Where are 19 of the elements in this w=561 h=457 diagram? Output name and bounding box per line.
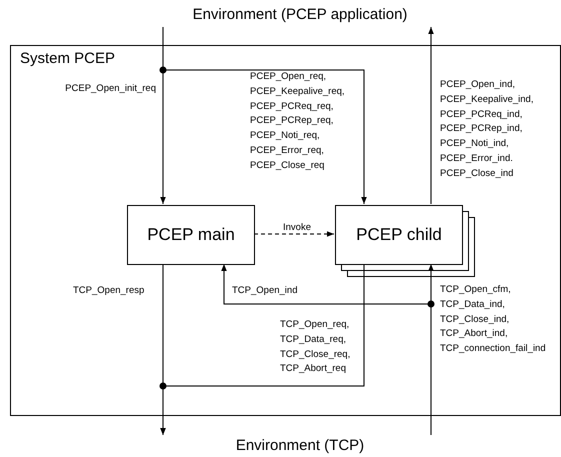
edge-label: TCP_Open_resp [73,284,144,298]
node-title: PCEP child [356,224,442,246]
edge-label: PCEP_Open_init_req [65,82,156,96]
edge-label: PCEP_Open_ind, PCEP_Keepalive_ind, PCEP_PCReq_ind, PCEP_PCRep_ind, PCEP_Noti_ind, PCEP_Error_ind. PCEP_Close_ind [440,78,534,181]
edge-label: TCP_Open_req, TCP_Data_req, TCP_Close_req, TCP_Abort_req [280,318,350,376]
arrow [428,26,434,204]
edge-label: PCEP_Open_req, PCEP_Keepalive_req, PCEP_PCReq_req, PCEP_PCRep_req, PCEP_Noti_req, PCEP_Error_req, PCEP_Close_req [250,70,345,173]
node-title: Environment (TCP) [236,436,364,456]
edge-label: Invoke [283,221,311,235]
dashed-arrow [254,231,334,237]
node-title: Environment (PCEP application) [192,4,408,25]
system-frame [10,45,561,416]
frame-title: System PCEP [20,49,116,69]
arrow [160,264,364,436]
edge-label: TCP_Open_cfm, TCP_Data_ind, TCP_Close_ind, TCP_Abort_ind, TCP_connection_fail_ind [440,283,546,356]
process-box [127,205,255,265]
node-title: PCEP main [147,224,235,246]
process-box [335,205,463,265]
edge-label: TCP_Open_ind [232,284,298,298]
